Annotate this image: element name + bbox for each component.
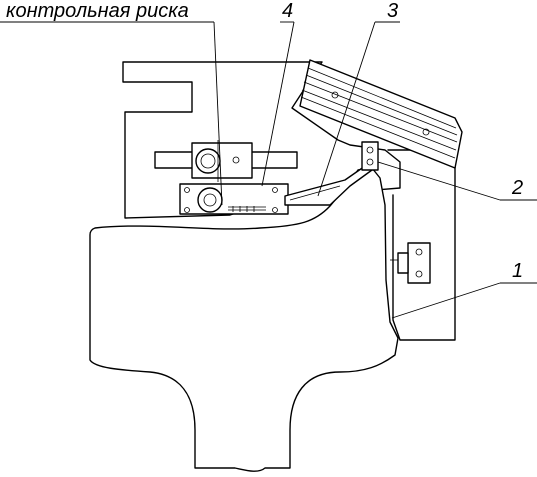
- callout-2: 2: [511, 177, 523, 199]
- main-body-part-1: [89, 167, 399, 472]
- callout-3: 3: [387, 0, 398, 22]
- callout-4: 4: [282, 0, 293, 22]
- ribbed-lever: [299, 59, 463, 169]
- callout-1: 1: [512, 260, 523, 282]
- pivot-block-part-2: [361, 141, 379, 171]
- lower-bar-assembly: [179, 183, 289, 215]
- control-mark-label: контрольная риска: [6, 0, 189, 22]
- leader-lines: [0, 21, 537, 319]
- rod-part-3: [284, 163, 373, 206]
- side-clamp: [390, 242, 431, 284]
- upper-bar-assembly: [154, 140, 298, 182]
